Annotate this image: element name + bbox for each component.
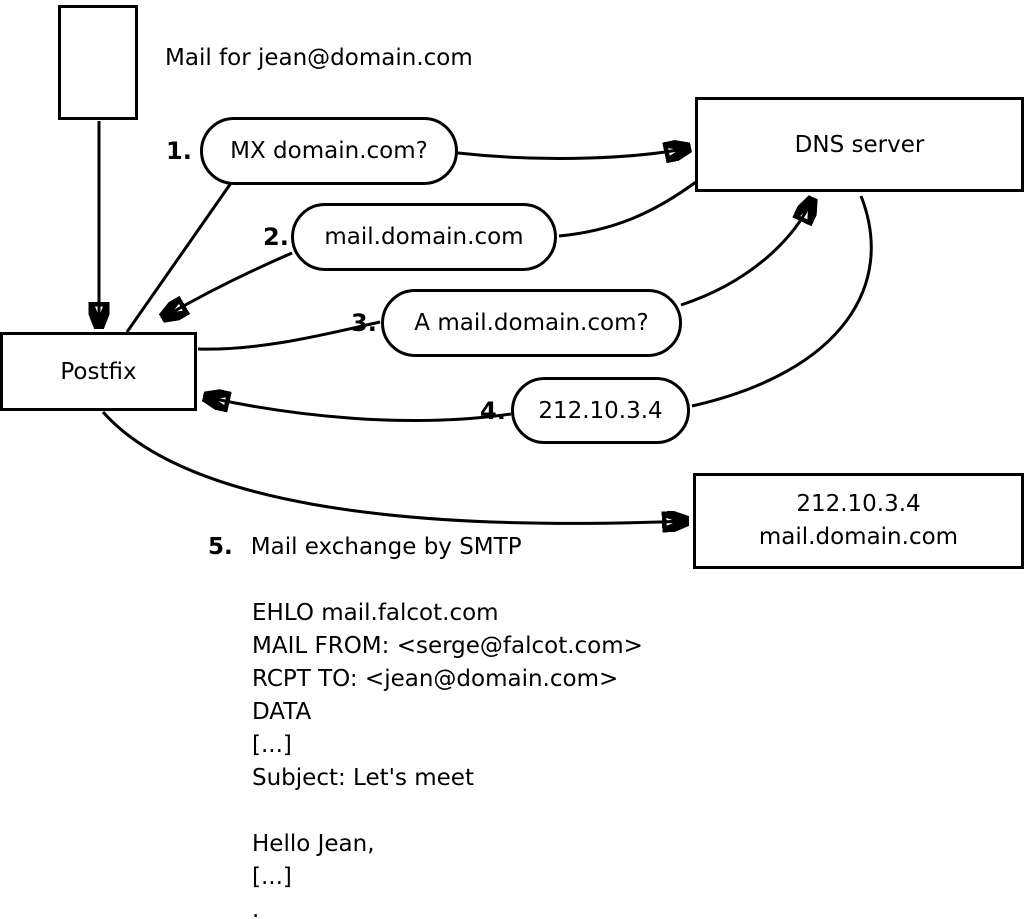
dns-server-node: DNS server bbox=[695, 97, 1024, 192]
step5-label: Mail exchange by SMTP bbox=[250, 534, 522, 560]
postfix-label: Postfix bbox=[60, 358, 137, 385]
line-postfix-to-query1 bbox=[125, 182, 233, 333]
arrow-query3-to-dns bbox=[680, 200, 812, 307]
line-dns-to-answer2 bbox=[558, 180, 697, 238]
target-mail-server-node: 212.10.3.4 mail.domain.com bbox=[693, 473, 1024, 569]
smtp-line: Subject: Let's meet bbox=[252, 765, 474, 791]
smtp-line: EHLO mail.falcot.com bbox=[252, 600, 499, 626]
arrow-answer4-to-postfix bbox=[206, 397, 512, 422]
step3-query-pill: A mail.domain.com? bbox=[381, 289, 682, 357]
step1-query-label: MX domain.com? bbox=[230, 138, 428, 164]
smtp-line: MAIL FROM: <serge@falcot.com> bbox=[252, 633, 643, 659]
smtp-line bbox=[252, 795, 643, 828]
smtp-line: [...] bbox=[252, 864, 292, 890]
step1-query-pill: MX domain.com? bbox=[200, 117, 458, 185]
step4-number: 4. bbox=[480, 396, 506, 425]
arrow-postfix-to-target-smtp bbox=[101, 411, 686, 523]
line-postfix-to-query3 bbox=[197, 320, 381, 351]
target-ip-label: 212.10.3.4 bbox=[796, 491, 921, 517]
arrow-answer2-to-postfix bbox=[164, 251, 293, 317]
line-dns-to-answer4 bbox=[691, 195, 873, 408]
mail-label: Mail for jean@domain.com bbox=[165, 45, 473, 71]
target-hostname-label: mail.domain.com bbox=[758, 524, 959, 550]
arrow-query1-to-dns bbox=[457, 148, 688, 158]
step2-number: 2. bbox=[263, 223, 289, 251]
smtp-line: . bbox=[252, 897, 260, 919]
step5-number: 5. bbox=[208, 534, 233, 560]
step2-answer-pill: mail.domain.com bbox=[291, 203, 557, 271]
smtp-line: RCPT TO: <jean@domain.com> bbox=[252, 666, 619, 692]
smtp-session-transcript: EHLO mail.falcot.com MAIL FROM: <serge@f… bbox=[252, 597, 643, 919]
mail-envelope-shape bbox=[58, 5, 138, 120]
smtp-line: Hello Jean, bbox=[252, 831, 375, 857]
step4-answer-label: 212.10.3.4 bbox=[538, 397, 663, 424]
step1-number: 1. bbox=[166, 137, 192, 165]
step5-caption: 5. Mail exchange by SMTP bbox=[208, 534, 522, 560]
dns-server-label: DNS server bbox=[794, 131, 925, 158]
step3-query-label: A mail.domain.com? bbox=[414, 310, 649, 336]
smtp-line: [...] bbox=[252, 732, 292, 758]
step2-answer-label: mail.domain.com bbox=[324, 224, 524, 250]
postfix-node: Postfix bbox=[0, 332, 197, 411]
step3-number: 3. bbox=[351, 309, 377, 337]
smtp-line: DATA bbox=[252, 699, 312, 725]
step4-answer-pill: 212.10.3.4 bbox=[511, 377, 690, 444]
